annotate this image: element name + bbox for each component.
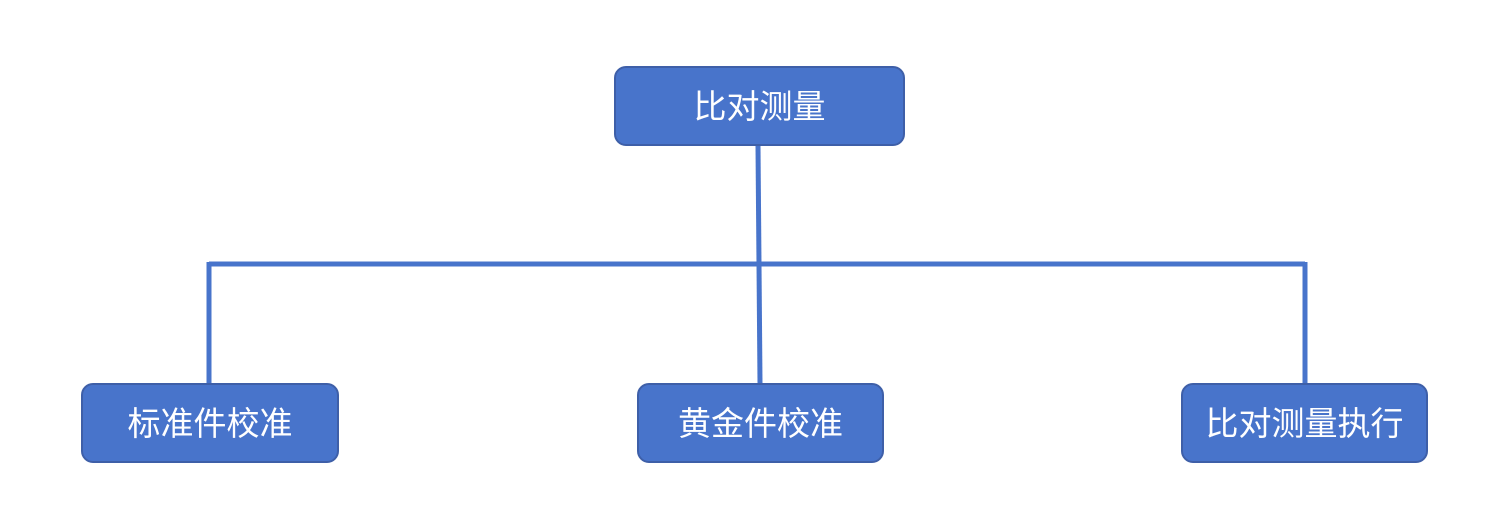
- child-node-label: 比对测量执行: [1205, 403, 1404, 443]
- child-node-golden-part-calibration[interactable]: 黄金件校准: [637, 383, 884, 463]
- child-node-label: 标准件校准: [127, 403, 293, 443]
- child-node-label: 黄金件校准: [678, 403, 843, 443]
- root-node[interactable]: 比对测量: [614, 66, 905, 146]
- child-node-standard-part-calibration[interactable]: 标准件校准: [81, 383, 339, 463]
- child-node-comparison-measurement-execution[interactable]: 比对测量执行: [1181, 383, 1428, 463]
- root-node-label: 比对测量: [693, 86, 826, 126]
